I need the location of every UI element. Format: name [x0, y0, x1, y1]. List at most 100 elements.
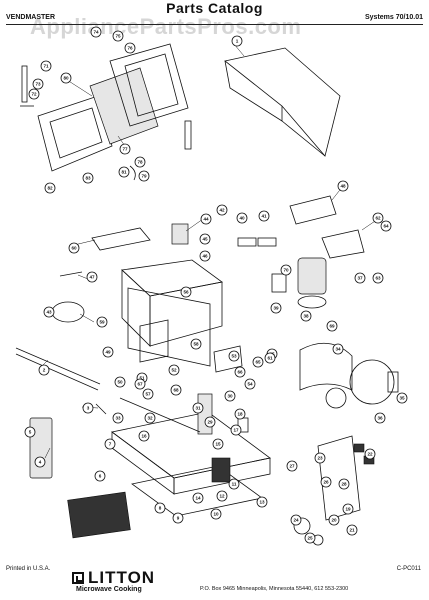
- svg-text:46: 46: [202, 254, 208, 259]
- callout-5: 5: [24, 426, 36, 438]
- callout-73: 73: [32, 78, 44, 90]
- callout-12: 12: [216, 490, 228, 502]
- svg-text:37: 37: [357, 276, 363, 281]
- svg-text:62: 62: [375, 216, 381, 221]
- brand-name: LITTON: [88, 568, 156, 587]
- callout-group: 1234567891011121314151617181920212223242…: [24, 26, 408, 544]
- callout-57: 57: [142, 388, 154, 400]
- svg-text:17: 17: [233, 428, 239, 433]
- svg-text:3: 3: [87, 406, 90, 411]
- header-rule: [6, 24, 423, 25]
- svg-text:45: 45: [202, 237, 208, 242]
- svg-text:15: 15: [215, 442, 221, 447]
- callout-64: 64: [380, 220, 392, 232]
- svg-text:26: 26: [323, 480, 329, 485]
- callout-9: 9: [172, 512, 184, 524]
- callout-78: 78: [134, 156, 146, 168]
- callout-41: 41: [258, 210, 270, 222]
- printed-note: Printed in U.S.A.: [6, 566, 51, 572]
- watermark: AppliancePartsPros.com: [30, 14, 302, 39]
- svg-text:29: 29: [207, 420, 213, 425]
- callout-17: 17: [230, 424, 242, 436]
- callout-18: 18: [234, 408, 246, 420]
- callout-2: 2: [38, 364, 50, 376]
- svg-text:4: 4: [39, 460, 42, 465]
- callout-30: 30: [224, 390, 236, 402]
- callout-37: 37: [354, 272, 366, 284]
- svg-text:71: 71: [43, 64, 49, 69]
- callout-24: 24: [290, 514, 302, 526]
- page-title: Parts Catalog: [166, 0, 263, 16]
- svg-text:60: 60: [71, 246, 77, 251]
- svg-text:78: 78: [137, 160, 143, 165]
- callout-20: 20: [328, 514, 340, 526]
- callout-16: 16: [138, 430, 150, 442]
- callout-80: 80: [60, 72, 72, 84]
- svg-text:39: 39: [273, 306, 279, 311]
- svg-text:41: 41: [261, 214, 267, 219]
- svg-text:25: 25: [307, 536, 313, 541]
- company-address: P.O. Box 9465 Minneapolis, Minnesota 554…: [200, 586, 349, 592]
- svg-text:80: 80: [63, 76, 69, 81]
- svg-text:32: 32: [147, 416, 153, 421]
- callout-19: 19: [342, 503, 354, 515]
- callout-1: 1: [231, 35, 243, 47]
- callout-68: 68: [170, 384, 182, 396]
- callout-71: 71: [40, 60, 52, 72]
- callout-32: 32: [144, 412, 156, 424]
- svg-text:2: 2: [43, 368, 46, 373]
- callout-33: 33: [112, 412, 124, 424]
- svg-text:7: 7: [109, 442, 112, 447]
- callout-21: 21: [346, 524, 358, 536]
- svg-text:20: 20: [331, 518, 337, 523]
- catalog-code: C-PC011: [396, 566, 421, 572]
- svg-text:63: 63: [375, 276, 381, 281]
- model-label: VENDMASTER: [6, 14, 56, 21]
- callout-4: 4: [34, 456, 46, 468]
- systems-label: Systems 70/10.01: [365, 14, 423, 21]
- callout-65: 65: [252, 356, 264, 368]
- svg-text:58: 58: [193, 342, 199, 347]
- svg-text:19: 19: [345, 507, 351, 512]
- svg-text:82: 82: [47, 186, 53, 191]
- svg-text:47: 47: [89, 275, 95, 280]
- svg-text:42: 42: [219, 208, 225, 213]
- litton-logo: LITTON Microwave Cooking: [72, 568, 190, 597]
- svg-text:14: 14: [195, 496, 201, 501]
- callout-62: 62: [372, 212, 384, 224]
- svg-text:18: 18: [237, 412, 243, 417]
- svg-text:50: 50: [117, 380, 123, 385]
- svg-text:56: 56: [183, 290, 189, 295]
- callout-61: 61: [264, 352, 276, 364]
- callout-36: 36: [374, 412, 386, 424]
- svg-text:16: 16: [141, 434, 147, 439]
- svg-text:28: 28: [341, 482, 347, 487]
- callout-35: 35: [396, 392, 408, 404]
- callout-44: 44: [200, 213, 212, 225]
- callout-53: 53: [228, 350, 240, 362]
- callout-29: 29: [204, 416, 216, 428]
- svg-text:34: 34: [335, 347, 341, 352]
- svg-text:54: 54: [247, 382, 253, 387]
- callout-8: 8: [154, 502, 166, 514]
- svg-text:5: 5: [29, 430, 32, 435]
- callout-40: 40: [236, 212, 248, 224]
- callout-83: 83: [82, 172, 94, 184]
- svg-text:38: 38: [303, 314, 309, 319]
- svg-text:73: 73: [35, 82, 41, 87]
- exploded-parts-diagram: 1234567891011121314151617181920212223242…: [15, 26, 408, 546]
- callout-59: 59: [96, 316, 108, 328]
- svg-text:61: 61: [267, 356, 273, 361]
- svg-text:13: 13: [259, 500, 265, 505]
- callout-47: 47: [86, 271, 98, 283]
- callout-77: 77: [119, 143, 131, 155]
- svg-text:64: 64: [383, 224, 389, 229]
- callout-31: 31: [192, 402, 204, 414]
- svg-text:67: 67: [137, 382, 143, 387]
- callout-81: 81: [118, 166, 130, 178]
- svg-text:24: 24: [293, 518, 299, 523]
- svg-text:6: 6: [99, 474, 102, 479]
- callout-76: 76: [124, 42, 136, 54]
- callout-3: 3: [82, 402, 94, 414]
- callout-45: 45: [199, 233, 211, 245]
